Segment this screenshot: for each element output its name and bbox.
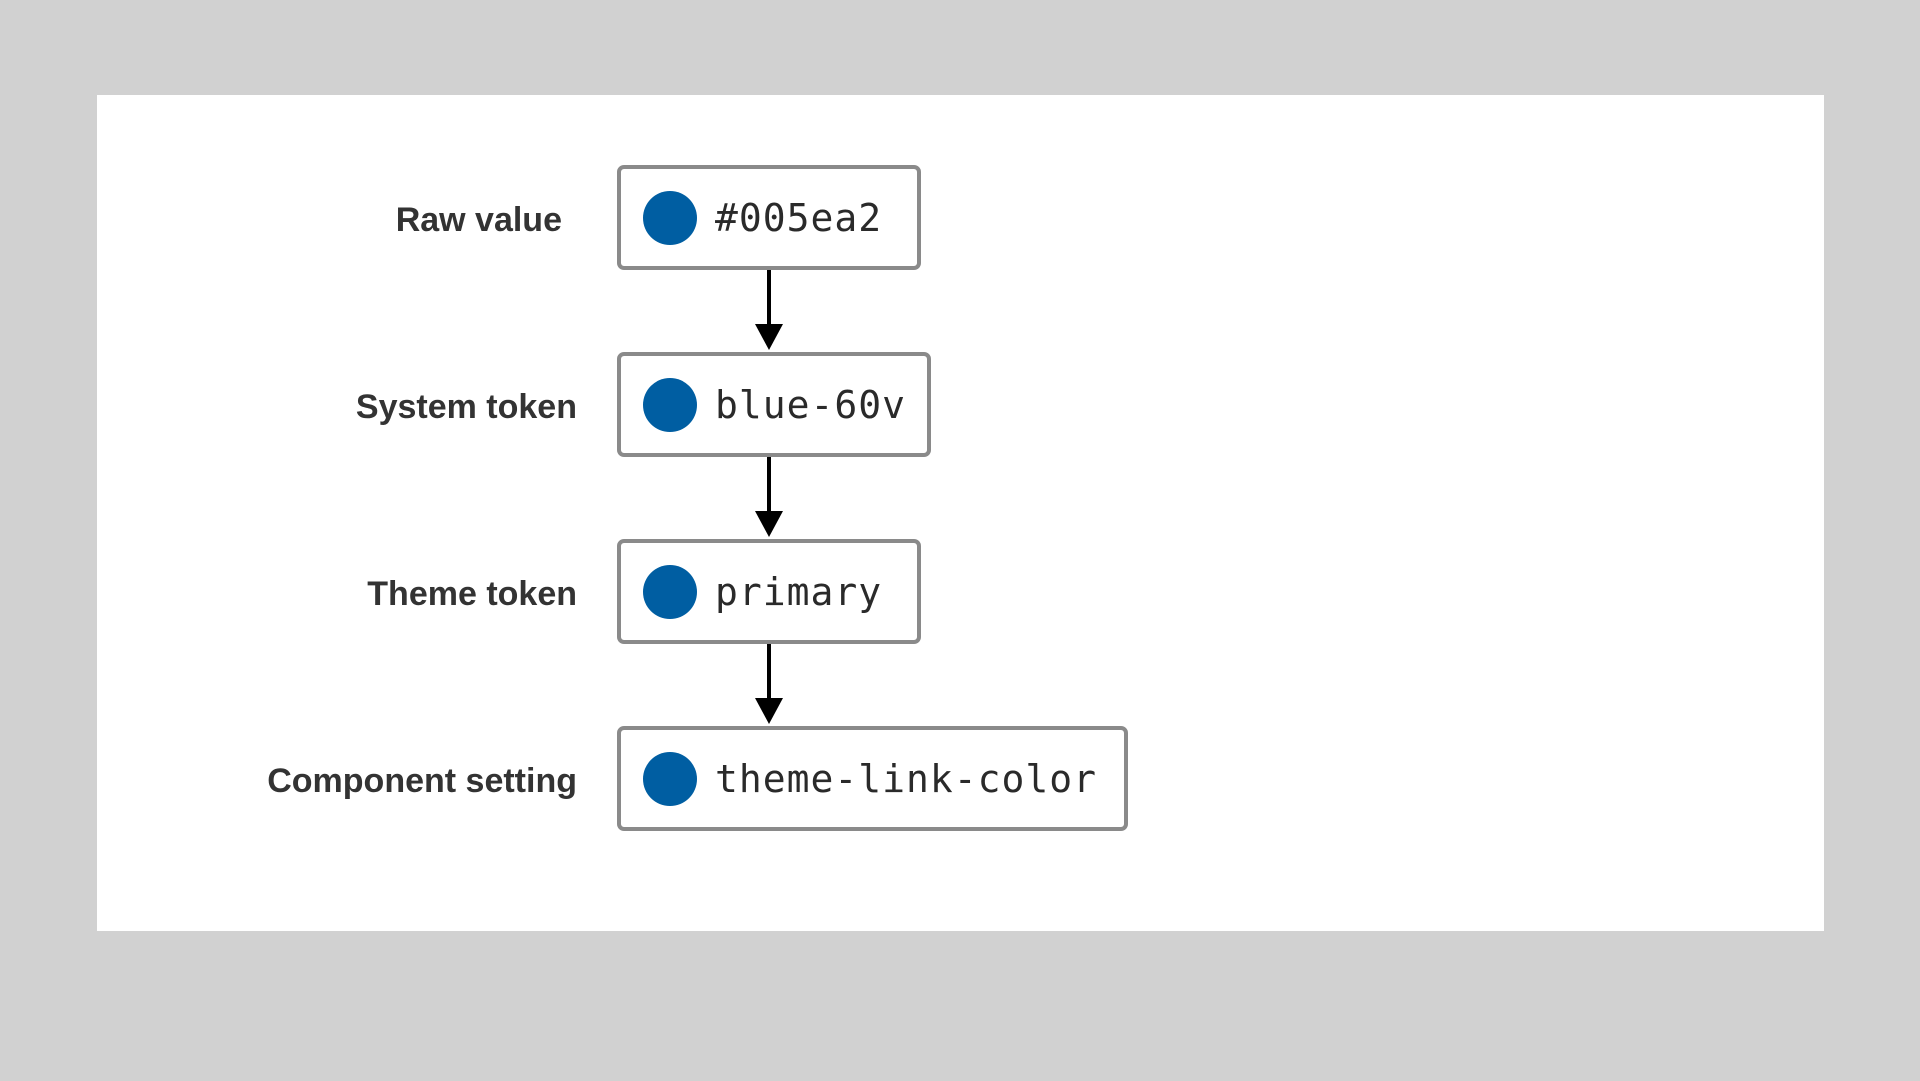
color-swatch-icon [643, 751, 697, 806]
down-arrow-icon [755, 457, 783, 537]
color-swatch-icon [643, 190, 697, 245]
color-swatch-icon [643, 564, 697, 619]
down-arrow-icon [755, 270, 783, 350]
row-label-theme-token: Theme token [367, 575, 577, 613]
token-value: primary [715, 569, 883, 614]
token-box-theme-token: primary [617, 539, 921, 644]
color-swatch-icon [643, 377, 697, 432]
row-label-system-token: System token [355, 388, 577, 426]
token-box-raw-value: #005ea2 [617, 165, 921, 270]
down-arrow-icon [755, 644, 783, 724]
token-value: #005ea2 [715, 195, 883, 240]
token-box-system-token: blue-60v [617, 352, 931, 457]
row-label-component-setting: Component setting [267, 762, 577, 800]
row-label-raw-value: Raw value [395, 201, 562, 239]
token-value: blue-60v [715, 382, 907, 427]
token-box-component-setting: theme-link-color [617, 726, 1128, 831]
token-value: theme-link-color [715, 756, 1098, 801]
